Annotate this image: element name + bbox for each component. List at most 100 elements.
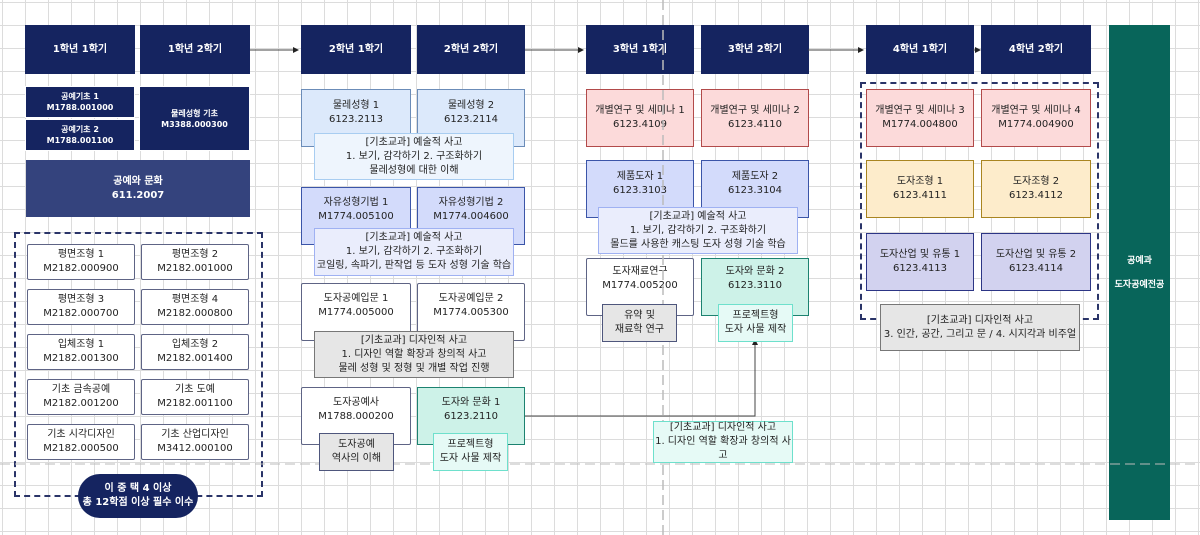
note-line: 물레성형에 대한 이해 (369, 164, 459, 176)
course-code: M2182.001400 (157, 353, 233, 364)
note-line: 1. 보기, 감각하기 2. 구조화하기 (345, 150, 483, 162)
note-line: 1. 디자인 역할 확장과 창의적 사고 (341, 348, 487, 360)
course-card[interactable]: 개별연구 및 세미나 4 M1774.004900 (981, 89, 1091, 147)
course-code: 6123.4110 (727, 119, 783, 130)
course-name: 평면조형 1 (57, 249, 105, 260)
note-line: 도자공예 (338, 439, 375, 450)
course-card[interactable]: 개별연구 및 세미나 1 6123.4109 (586, 89, 694, 147)
course-code: M2182.000500 (43, 443, 119, 454)
course-code: M2182.001300 (43, 353, 119, 364)
course-name: 공예와 문화 (113, 175, 163, 187)
course-code: 6123.4109 (612, 119, 668, 130)
note-line: 프로젝트형 (732, 310, 779, 321)
course-code: 6123.4114 (1008, 263, 1064, 274)
course-name: 도자조형 1 (896, 176, 944, 187)
note-line: [기초교과] 예술적 사고 (365, 136, 463, 148)
note-line: 1. 보기, 감각하기 2. 구조화하기 (345, 246, 483, 257)
major-dept: 공예과 (1127, 255, 1152, 266)
semester-label: 1학년 2학기 (167, 43, 223, 55)
course-name: 도자재료연구 (612, 266, 668, 277)
note-line: 유약 및 (624, 310, 655, 321)
semester-header: 3학년 2학기 (701, 25, 809, 74)
course-name: 도자산업 및 유통 1 (879, 249, 961, 260)
elective-course-card[interactable]: 기초 산업디자인 M3412.000100 (141, 424, 249, 460)
note-line: 도자 사물 제작 (439, 453, 502, 464)
note-line: 재료학 연구 (614, 324, 665, 335)
semester-header: 3학년 1학기 (586, 25, 694, 74)
note-line: 프로젝트형 (447, 439, 494, 450)
course-name: 자유성형기법 1 (323, 197, 389, 208)
course-card[interactable]: 개별연구 및 세미나 3 M1774.004800 (866, 89, 974, 147)
semester-label: 3학년 1학기 (612, 43, 668, 55)
course-code: 6123.2113 (328, 114, 384, 125)
course-code: M1774.004600 (433, 211, 509, 222)
course-code: M1774.005200 (602, 280, 678, 291)
course-code: M3412.000100 (157, 443, 233, 454)
course-name: 기초 산업디자인 (161, 429, 229, 440)
course-code: 6123.3103 (612, 185, 668, 196)
course-code: M1788.001100 (46, 136, 114, 145)
semester-header: 4학년 1학기 (866, 25, 974, 74)
course-code: 6123.3110 (727, 280, 783, 291)
course-name: 개별연구 및 세미나 4 (991, 105, 1081, 116)
course-name: 개별연구 및 세미나 3 (875, 105, 965, 116)
note-line: 몰드를 사용한 캐스팅 도자 성형 기술 학습 (610, 238, 786, 250)
course-card[interactable]: 공예와 문화 611.2007 (26, 160, 250, 217)
course-name: 입체조형 2 (171, 339, 219, 350)
course-code: M1788.001000 (46, 103, 114, 112)
note-line: 1. 디자인 역할 확장과 창의적 사고 (655, 436, 791, 461)
elective-course-card[interactable]: 입체조형 2 M2182.001400 (141, 334, 249, 370)
course-code: 6123.4111 (892, 190, 948, 201)
semester-label: 4학년 1학기 (892, 43, 948, 55)
semester-label: 1학년 1학기 (52, 43, 108, 55)
course-code: M1774.004800 (882, 119, 958, 130)
elective-course-card[interactable]: 입체조형 1 M2182.001300 (27, 334, 135, 370)
course-name: 도자공예입문 1 (323, 293, 389, 304)
course-name: 기초 금속공예 (51, 384, 111, 395)
course-name: 입체조형 1 (57, 339, 105, 350)
course-code: 611.2007 (111, 189, 165, 201)
course-code: M1774.004900 (998, 119, 1074, 130)
course-code: M2182.001200 (43, 398, 119, 409)
elective-course-card[interactable]: 기초 금속공예 M2182.001200 (27, 379, 135, 415)
course-code: M2182.001000 (157, 263, 233, 274)
course-code: 6123.3104 (727, 185, 783, 196)
course-name: 물레성형 1 (332, 100, 380, 111)
elective-course-card[interactable]: 평면조형 1 M2182.000900 (27, 244, 135, 280)
course-card[interactable]: 도자조형 2 6123.4112 (981, 160, 1091, 218)
requirement-line: 이 중 택 4 이상 (104, 483, 172, 494)
course-name: 물레성형 기초 (171, 108, 218, 118)
course-name: 개별연구 및 세미나 1 (595, 105, 685, 116)
course-name: 제품도자 2 (731, 171, 779, 182)
note-line: [기초교과] 디자인적 사고 (926, 314, 1034, 326)
course-name: 도자조형 2 (1012, 176, 1060, 187)
note-line: [기초교과] 예술적 사고 (365, 232, 463, 243)
course-name: 도자공예사 (333, 397, 379, 408)
semester-label: 3학년 2학기 (727, 43, 783, 55)
requirement-line: 총 12학점 이상 필수 이수 (82, 497, 194, 508)
course-code: 6123.4112 (1008, 190, 1064, 201)
course-name: 도자공예입문 2 (438, 293, 504, 304)
course-code: M1774.005000 (318, 307, 394, 318)
course-code: M2182.000900 (43, 263, 119, 274)
course-name: 공예기초 2 (61, 125, 99, 134)
course-name: 도자와 문화 2 (725, 266, 785, 277)
course-card[interactable]: 공예기초 2 M1788.001100 (25, 119, 135, 151)
course-card[interactable]: 도자조형 1 6123.4111 (866, 160, 974, 218)
